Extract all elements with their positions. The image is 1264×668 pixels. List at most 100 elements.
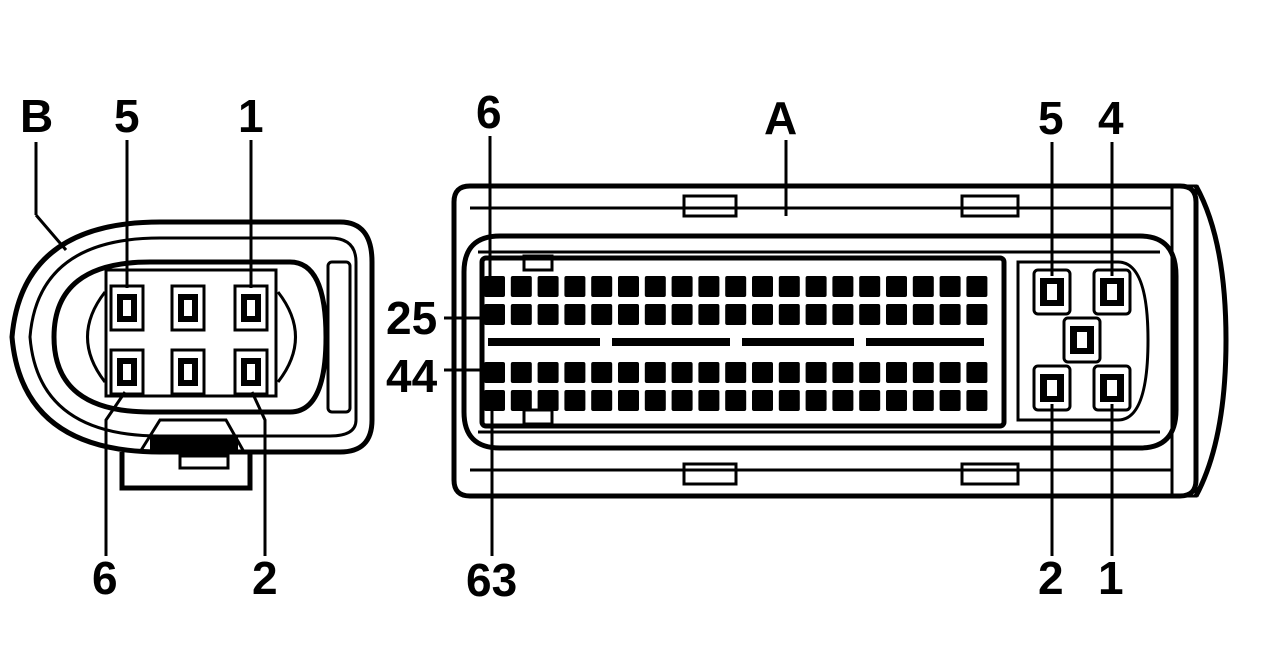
connector-a-end-cap	[1170, 184, 1198, 498]
connector-a-inner-body	[461, 233, 1179, 451]
connector-a	[451, 183, 1229, 499]
pin-label-a6: 6	[476, 86, 502, 138]
connector-a-pin	[725, 276, 747, 297]
connector-a-pin	[939, 390, 961, 411]
connector-a-power-pins	[1032, 268, 1132, 412]
connector-a-pin	[886, 390, 907, 411]
connector-b-pins	[109, 284, 269, 396]
connector-a-pin	[510, 276, 532, 297]
connector-a-pin	[564, 276, 586, 297]
connector-a-pin	[644, 276, 666, 297]
connector-a-pin	[510, 362, 532, 383]
connector-a-pin	[644, 362, 666, 383]
connector-a-pin	[537, 362, 559, 383]
pin-leader-b6	[104, 391, 127, 556]
connector-a-pin	[778, 304, 800, 325]
connector-a-pin	[618, 390, 639, 411]
connector-a-pin	[859, 390, 881, 411]
connector-a-pin	[698, 276, 720, 297]
connector-b-housing	[9, 219, 375, 455]
connector-b-left-cavity	[86, 291, 107, 383]
connector-a-pin	[591, 304, 613, 325]
connector-b-housing-inner	[28, 236, 358, 438]
connector-a-pin	[510, 390, 532, 411]
connector-b-inner-shell	[51, 259, 329, 415]
connector-a-pin	[805, 276, 827, 297]
connector-a-pin	[966, 304, 988, 325]
connector-b-terminal	[233, 284, 269, 332]
connector-a-pin	[832, 276, 854, 297]
connector-b-terminal	[109, 348, 145, 396]
connector-a-pin	[832, 390, 854, 411]
connector-a-pin	[644, 304, 666, 325]
connector-b-pin-frame	[104, 268, 278, 398]
connector-a-power-terminal	[1032, 268, 1072, 316]
connector-a-pin	[698, 390, 720, 411]
connector-a-pin	[698, 362, 720, 383]
connector-a-bottom-tab-left	[682, 462, 738, 486]
connector-a-key-top	[522, 254, 554, 272]
connector-a-pin	[805, 390, 827, 411]
connector-a-pin	[886, 276, 907, 297]
connector-a-pin	[912, 362, 934, 383]
connector-b-label: B	[20, 90, 53, 142]
connector-a-pins	[484, 276, 988, 411]
connector-a-top-tab-right	[960, 194, 1020, 218]
connector-a-pin	[671, 362, 693, 383]
connector-a-power-field	[1016, 260, 1150, 422]
connector-a-pin	[671, 276, 693, 297]
connector-a-pin	[618, 304, 639, 325]
connector-a-pin	[564, 362, 586, 383]
connector-a-pin	[725, 304, 747, 325]
connector-b-terminal	[233, 348, 269, 396]
connector-a-pin	[966, 362, 988, 383]
connector-b-latch-lower	[178, 454, 230, 470]
connector-a-top-tab-left	[682, 194, 738, 218]
connector-a-pin	[805, 362, 827, 383]
connector-a-pin	[698, 304, 720, 325]
pin-leader-b2	[250, 391, 267, 556]
connector-a-end-wing	[1193, 184, 1229, 498]
connector-a-pin	[510, 304, 532, 325]
connector-a-pin	[912, 390, 934, 411]
pin-label-a-s4: 4	[1098, 92, 1124, 144]
pin-label-a63: 63	[466, 554, 517, 606]
connector-a-pin	[671, 304, 693, 325]
pin-label-a-s1: 1	[1098, 552, 1124, 604]
connector-a-bottom-tab-right	[960, 462, 1020, 486]
connector-a-pin	[752, 304, 773, 325]
connector-a-pin	[752, 276, 773, 297]
connector-a-pin	[805, 304, 827, 325]
connector-b-terminal	[109, 284, 145, 332]
connector-a-pin	[778, 362, 800, 383]
connector-a-pin	[832, 304, 854, 325]
connector-a-pin	[644, 390, 666, 411]
connector-a-pin	[484, 390, 505, 411]
connector-b-terminal	[170, 348, 206, 396]
connector-a-key-bottom	[522, 408, 554, 426]
connector-a-pin	[537, 304, 559, 325]
connector-a-pin	[752, 390, 773, 411]
connector-a-pin	[859, 304, 881, 325]
connector-a-pin	[966, 390, 988, 411]
connector-a-pin	[752, 362, 773, 383]
connector-a-pin	[939, 362, 961, 383]
pin-label-a-s5: 5	[1038, 92, 1064, 144]
connector-a-power-terminal	[1062, 316, 1102, 364]
connector-a-pin	[939, 304, 961, 325]
connector-a-pin	[725, 390, 747, 411]
connector-b	[9, 219, 375, 491]
pin-label-b2: 2	[252, 552, 278, 604]
connector-a-pin	[537, 390, 559, 411]
connector-a-pin	[886, 304, 907, 325]
connector-a-pin	[591, 390, 613, 411]
connector-b-latch	[119, 452, 253, 491]
connector-a-pin	[564, 304, 586, 325]
connector-a-pin	[537, 276, 559, 297]
connector-a-pin	[725, 362, 747, 383]
connector-a-pin	[564, 390, 586, 411]
connector-b-terminal	[170, 284, 206, 332]
connector-a-power-terminal	[1092, 364, 1132, 412]
connector-a-pin	[484, 362, 505, 383]
